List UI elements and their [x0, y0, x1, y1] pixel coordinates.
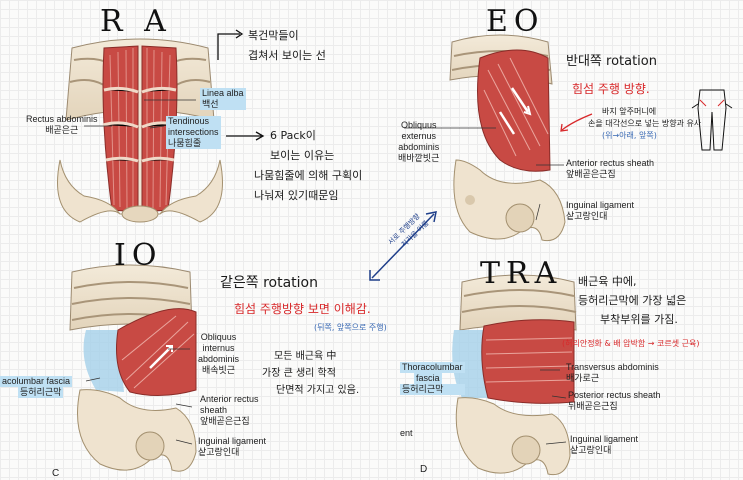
io-body-note: 모든 배근육 中 가장 큰 생리 학적 단면적 가지고 있음. — [262, 351, 360, 396]
eo-note-title: 반대쪽 rotation — [566, 54, 657, 69]
tra-tlf-label: Thoracolumbar fascia 등허리근막 — [400, 362, 465, 395]
io-label: Obliquus internus abdominis 배속빗근 — [198, 332, 240, 375]
io-ribs — [69, 264, 193, 331]
cross-note: 서로 주행방향 직각을 이룸 — [386, 212, 431, 249]
tra-muscle — [481, 319, 575, 404]
ra-title: R A — [100, 4, 172, 39]
ra-note-linea: 복건막들이 겹쳐서 보이는 선 — [248, 29, 326, 62]
io-note-title: 같은쪽 rotation — [220, 275, 318, 291]
tra-red-note: (허리안정화 & 배 압박함 → 코르셋 근육) — [562, 339, 700, 348]
io-fiber-note: 힘섬 주행방향 보면 이해감. — [234, 302, 371, 316]
linea-alba-label: Linea alba 백선 — [200, 88, 246, 110]
eo-pelvis — [453, 159, 566, 242]
eo-ribs — [449, 34, 553, 85]
io-fiber-sub: (뒤쪽, 앞쪽으로 주행) — [314, 323, 387, 332]
io-pelvis — [77, 389, 197, 472]
tra-cut-label: ent — [400, 428, 413, 438]
ra-pelvis — [57, 159, 223, 223]
eo-label: Obliquus externus abdominis 배바깥빗근 — [398, 120, 440, 163]
tra-label: Transversus abdominis 배가로근 — [566, 362, 659, 383]
eo-ars-label: Anterior rectus sheath 앞배곧은근집 — [566, 158, 655, 179]
io-corner-letter: C — [52, 468, 60, 479]
eo-fiber-note: 힘섬 주행 방향. — [572, 82, 650, 96]
tendinous-label: Tendinous intersections 나뭄힘줄 — [166, 116, 221, 149]
tra-inguinal-label: Inguinal ligament 샅고랑인대 — [570, 434, 639, 455]
eo-muscle — [477, 49, 551, 172]
tra-pelvis — [455, 397, 571, 476]
eo-title: EO — [486, 4, 545, 39]
io-title: IO — [114, 238, 163, 273]
tra-title: TRA — [480, 256, 563, 291]
eo-inguinal-label: Inguinal ligament 샅고랑인대 — [566, 200, 635, 221]
io-tlf-label: acolumbar fascia 등허리근막 — [0, 376, 73, 398]
ra-ribcage — [65, 38, 215, 121]
io-muscle — [116, 308, 197, 397]
ra-note-sixpack: 6 Pack이 보이는 이유는 나뭄힘줄에 의해 구획이 나눠져 있기때문임 — [254, 129, 363, 202]
tra-corner-letter: D — [420, 464, 428, 475]
io-inguinal-label: Inguinal ligament 샅고랑인대 — [198, 436, 267, 457]
io-fascia — [83, 330, 124, 392]
tra-note: 배근육 中에, 등허리근막에 가장 넓은 부착부위를 가짐. — [578, 275, 687, 326]
tra-prs-label: Posterior rectus sheath 뒤배곧은근집 — [568, 390, 661, 411]
io-ars-label: Anterior rectus sheath 앞배곧은근집 — [200, 394, 259, 426]
ra-label: Rectus abdominis 배곧은근 — [26, 114, 98, 135]
eo-aside: 바지 앞주머니에 손을 대각선으로 넣는 방향과 유사 (위→아래, 앞쪽) — [588, 107, 702, 140]
